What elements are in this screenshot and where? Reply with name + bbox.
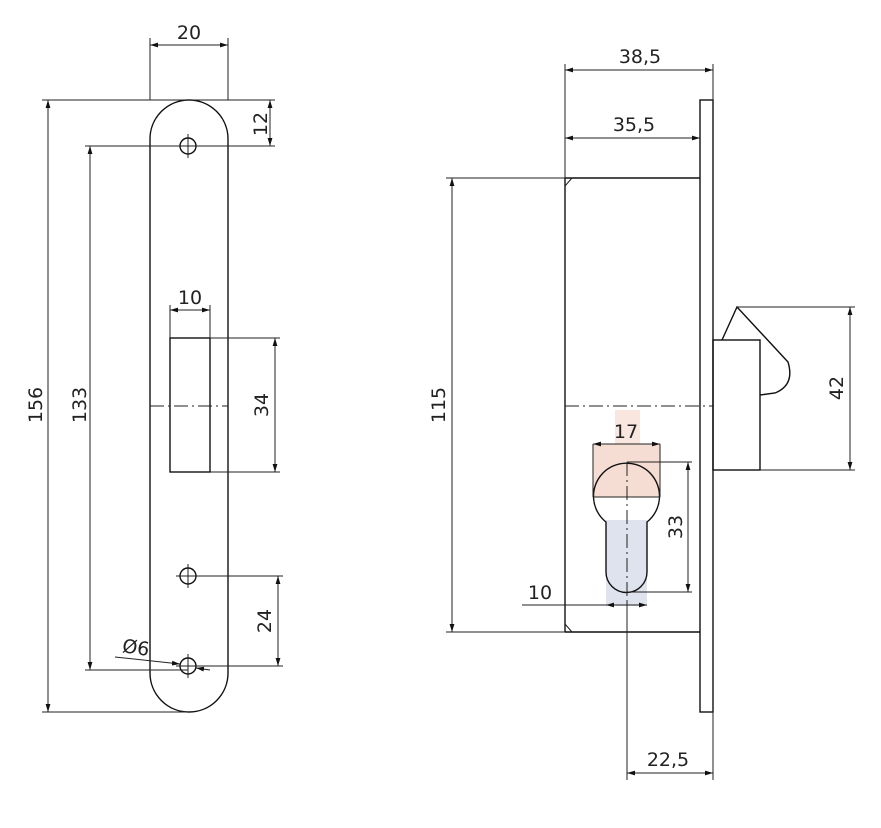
cylinder-pink-highlight-top [615,410,640,444]
dim-backset: 22,5 [647,749,689,771]
dim-lower-spacing: 24 [254,609,276,633]
body-outline [564,177,700,633]
dim-cylinder-width: 17 [614,421,638,443]
dim-slot-height: 34 [251,393,273,417]
latch-slot [169,337,211,473]
dim-width: 20 [177,22,201,44]
dim-body-height: 115 [428,387,450,423]
dim-hole-spacing: 133 [69,387,91,423]
dim-overall-height: 156 [25,387,47,423]
latch-bolt [721,305,791,396]
plate-outline [149,99,229,713]
latch-housing [712,339,761,471]
dim-slot-width: 10 [178,287,202,309]
lock-body-view: 38,5 35,5 115 17 33 10 22,5 42 [428,46,855,780]
strike-plate-view: 20 156 133 12 10 34 24 Ø6 [25,22,283,713]
dim-top-offset: 12 [250,112,272,136]
dim-depth-faceplate: 38,5 [619,46,661,68]
dim-slot-width: 10 [528,582,552,604]
cylinder-keyhole [592,462,661,594]
dim-hole-diameter: Ø6 [121,635,151,661]
dim-cylinder-height: 33 [665,515,687,539]
dim-latch-height: 42 [826,376,848,400]
dim-body-depth: 35,5 [613,114,655,136]
